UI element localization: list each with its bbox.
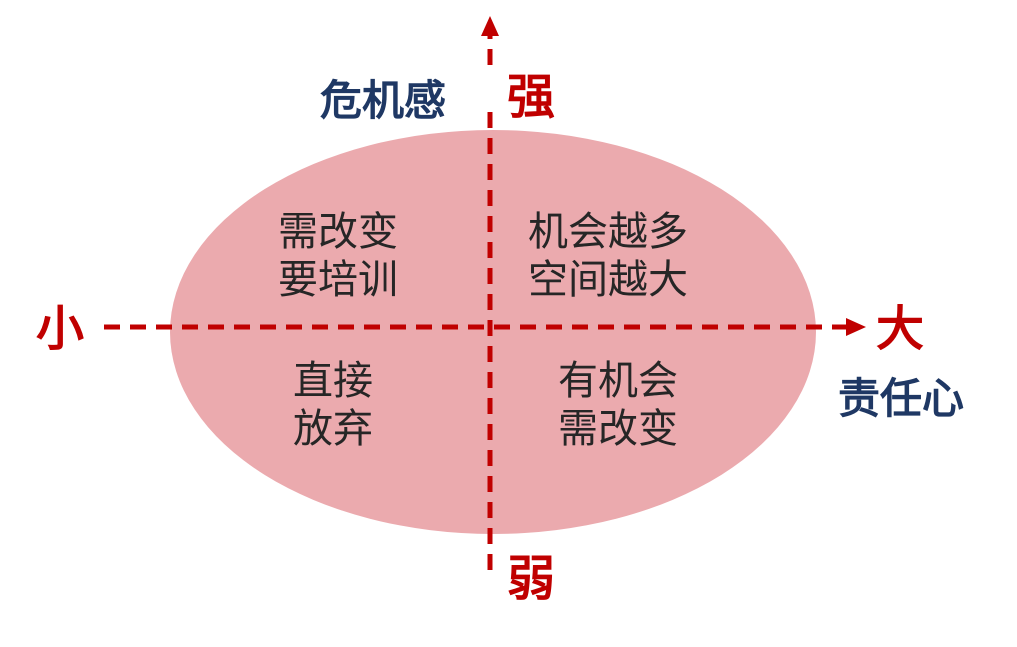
quadrant-text-line: 放弃 — [293, 406, 373, 452]
quadrant-text-line: 直接 — [293, 358, 373, 404]
quadrant-top-left: 需改变 要培训 — [258, 208, 418, 304]
quadrant-text-line: 需改变 — [558, 406, 678, 452]
horizontal-axis-left-label: 小 — [36, 301, 85, 357]
horizontal-axis-right-label: 大 — [876, 301, 925, 357]
quadrant-text-line: 空间越大 — [528, 257, 688, 303]
quadrant-text-line: 机会越多 — [528, 209, 688, 255]
quadrant-text-line: 要培训 — [278, 257, 398, 303]
vertical-axis-bottom-label: 弱 — [507, 551, 556, 607]
vertical-axis-name: 危机感 — [320, 76, 447, 125]
quadrant-top-right: 机会越多 空间越大 — [508, 208, 708, 304]
quadrant-bottom-right: 有机会 需改变 — [538, 357, 698, 453]
horizontal-axis-name: 责任心 — [838, 374, 965, 423]
horizontal-axis-arrowhead — [846, 318, 866, 336]
vertical-axis-arrowhead — [481, 16, 499, 36]
quadrant-text-line: 需改变 — [278, 209, 398, 255]
vertical-axis-top-label: 强 — [507, 69, 556, 125]
quadrant-bottom-left: 直接 放弃 — [273, 357, 393, 453]
quadrant-ellipse — [170, 130, 816, 534]
quadrant-text-line: 有机会 — [558, 358, 678, 404]
